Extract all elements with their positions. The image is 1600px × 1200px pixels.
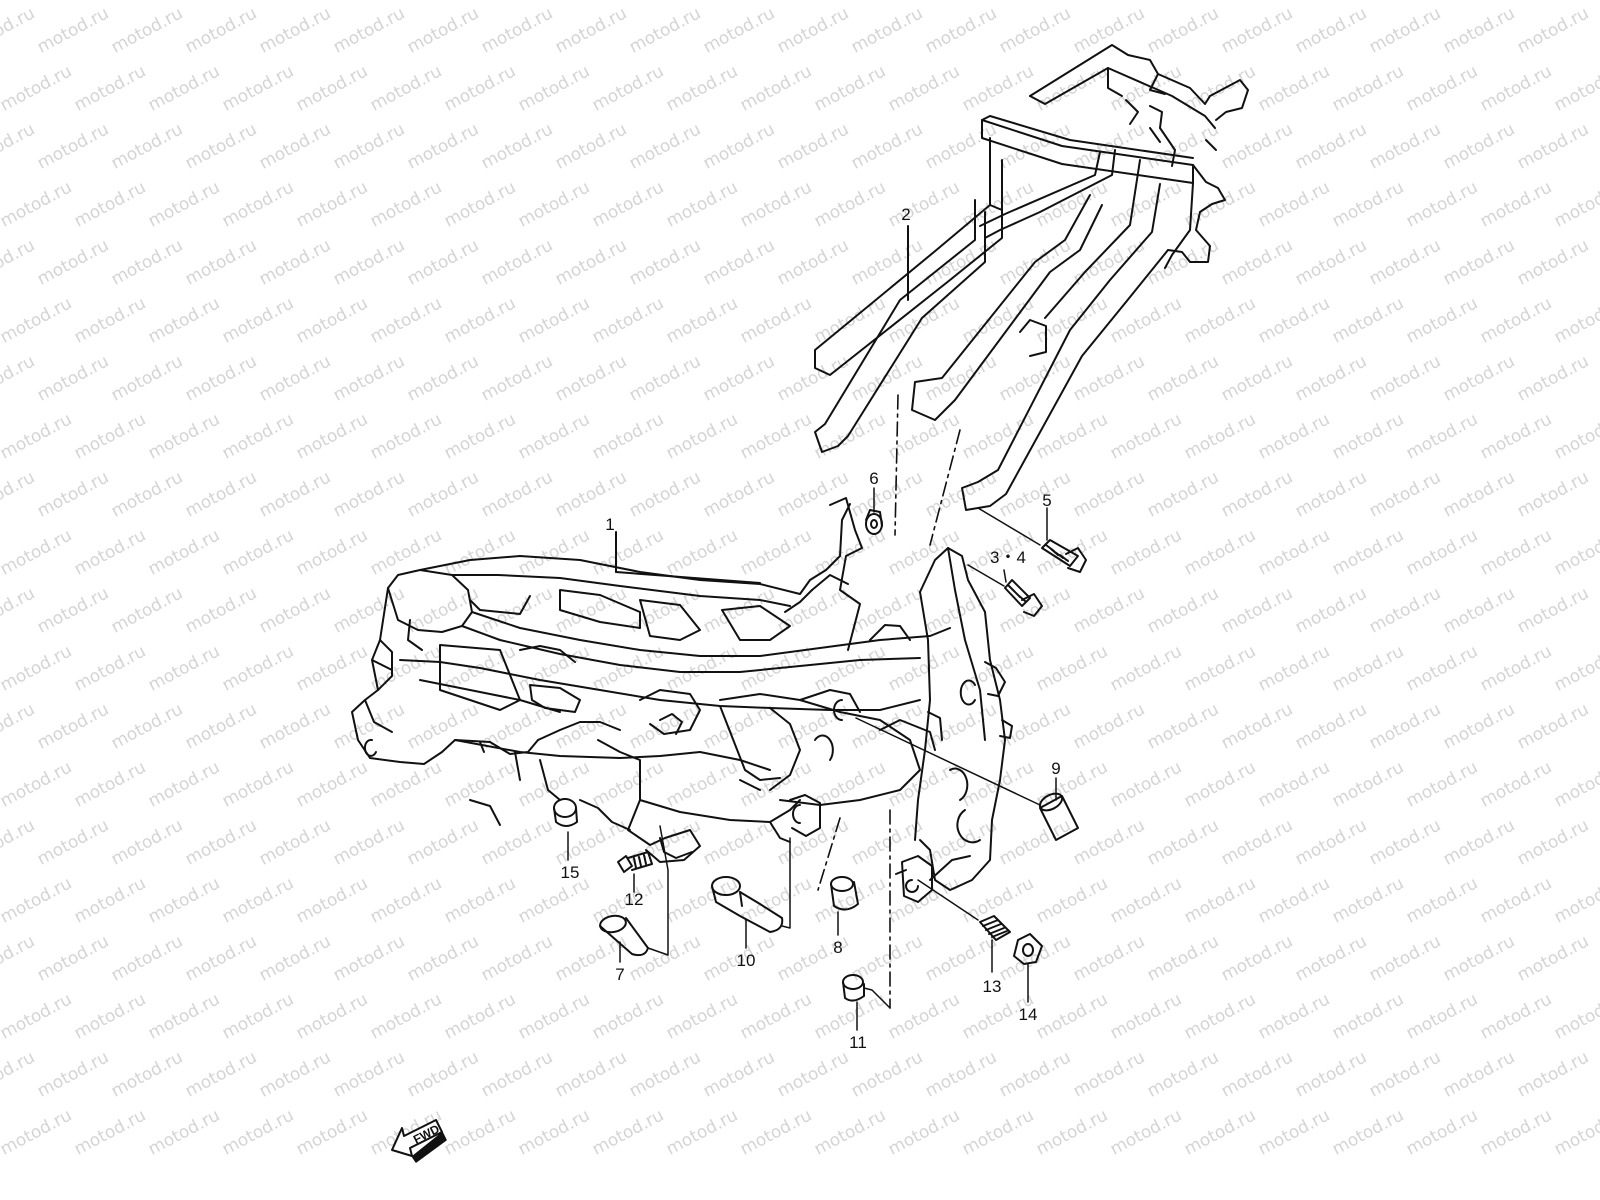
part-3-4-bolt: [967, 564, 1043, 617]
part-6-nut: [865, 509, 883, 535]
main-frame-part-1: [351, 497, 1013, 903]
fwd-badge: FWD: [391, 1119, 447, 1163]
part-9-spacer: [855, 717, 1079, 841]
part-5-bolt: [977, 507, 1087, 573]
callout-10: 10: [737, 951, 756, 970]
forward-arrow-icon: [391, 1119, 447, 1163]
callout-14: 14: [1019, 1005, 1038, 1024]
callout-6: 6: [869, 469, 878, 488]
alignment-lines: [817, 394, 961, 1009]
callout-12: 12: [625, 890, 644, 909]
callout-15: 15: [561, 863, 580, 882]
leaders: [567, 487, 1057, 1031]
part-13-rubber: [917, 879, 1011, 941]
part-12-bolt: [617, 851, 653, 873]
part-15-plug: [553, 798, 578, 827]
callout-2: 2: [901, 205, 910, 224]
callout-9: 9: [1051, 759, 1060, 778]
part-7-collar: [599, 825, 669, 957]
part-8-bushing: [830, 876, 859, 911]
callout-11: 11: [849, 1033, 867, 1052]
part-11-collar: [842, 974, 891, 1009]
seat-rail-part-2: [814, 44, 1249, 511]
callout-7: 7: [615, 965, 624, 984]
callout-13: 13: [983, 977, 1002, 996]
callout-3-4: 3・4: [990, 548, 1026, 567]
part-14-nut: [1013, 933, 1043, 965]
callout-8: 8: [833, 938, 842, 957]
callout-1: 1: [605, 515, 614, 534]
part-10-collar: [711, 837, 791, 933]
callout-5: 5: [1042, 491, 1051, 510]
